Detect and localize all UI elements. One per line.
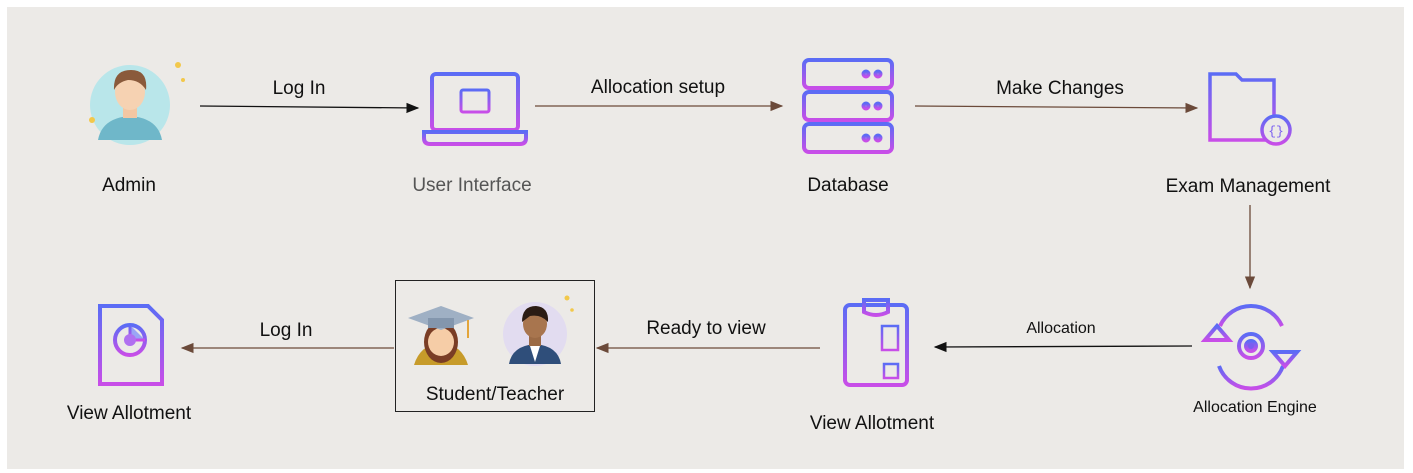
- arrow-make-changes: [914, 102, 1199, 114]
- edge-allocation-setup: Allocation setup: [590, 77, 726, 98]
- arrow-login-top: [199, 102, 420, 114]
- edge-login-top: Log In: [272, 78, 326, 99]
- laptop-icon: [422, 72, 528, 146]
- edge-login-bottom: Log In: [259, 320, 313, 341]
- edge-ready-to-view: Ready to view: [646, 318, 766, 339]
- graduate-icon: [408, 306, 474, 365]
- view-allotment-mid-label: View Allotment: [809, 413, 935, 434]
- code-window-icon: {}: [1208, 72, 1292, 146]
- database-label: Database: [807, 175, 889, 196]
- clipboard-icon: [843, 298, 909, 387]
- cycle-engine-icon: [1200, 304, 1302, 391]
- view-allotment-left-label: View Allotment: [66, 403, 192, 424]
- admin-label: Admin: [102, 175, 156, 196]
- student-teacher-box: [395, 280, 595, 412]
- report-document-icon: [98, 304, 164, 386]
- user-interface-label: User Interface: [412, 175, 532, 196]
- student-teacher-label: Student/Teacher: [425, 384, 565, 405]
- diagram-canvas: [7, 7, 1404, 469]
- teacher-avatar-icon: [503, 295, 574, 366]
- edge-allocation: Allocation: [1026, 320, 1096, 337]
- edge-make-changes: Make Changes: [996, 78, 1124, 99]
- allocation-engine-label: Allocation Engine: [1193, 399, 1317, 416]
- svg-text:{}: {}: [1268, 124, 1284, 139]
- exam-management-label: Exam Management: [1165, 176, 1331, 197]
- arrow-allocation: [933, 341, 1193, 353]
- server-database-icon: [802, 58, 894, 160]
- admin-avatar-icon: [89, 62, 185, 145]
